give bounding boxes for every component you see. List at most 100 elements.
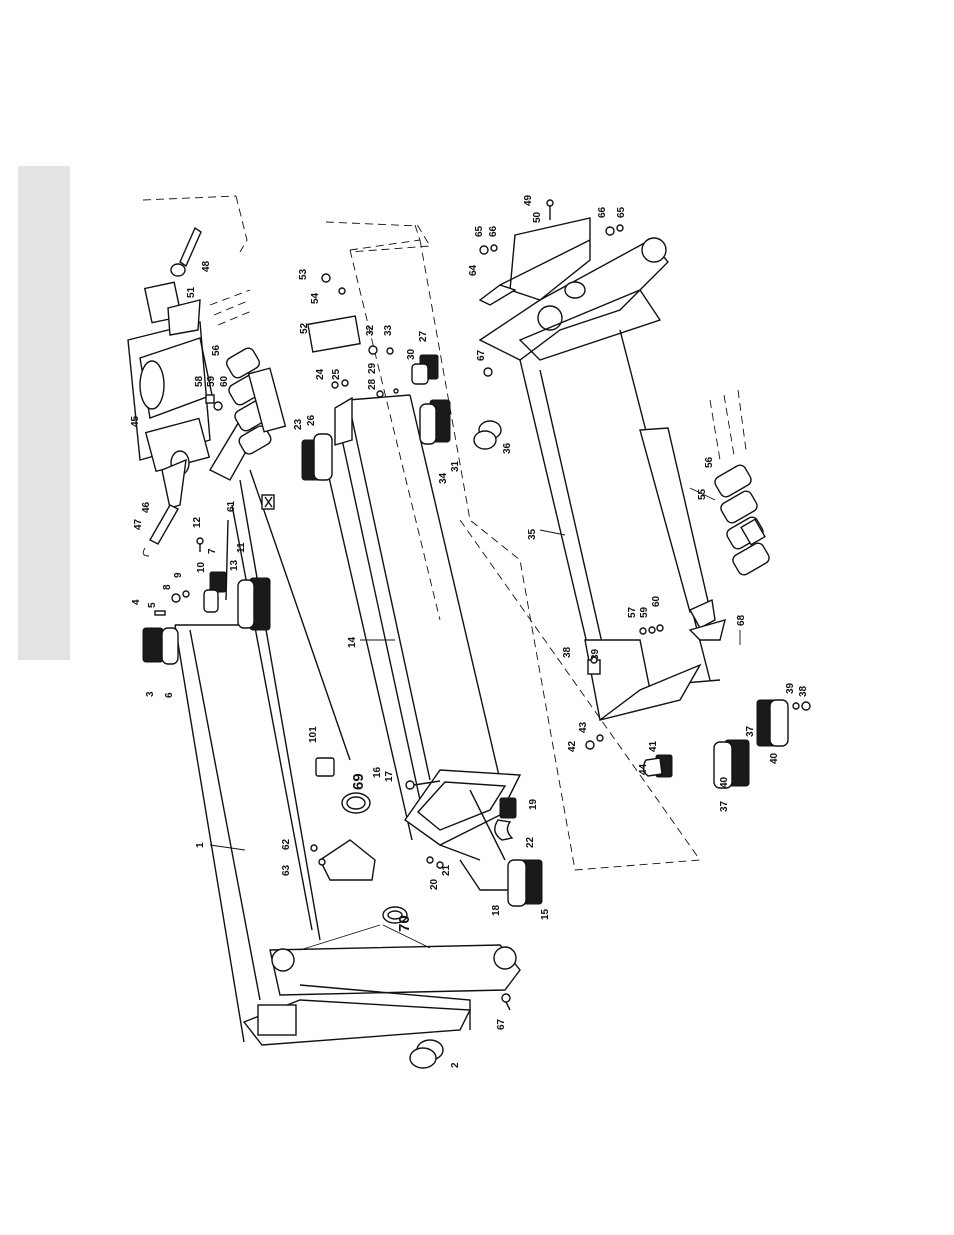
label-47: 47 [133,518,144,530]
label-13: 13 [229,559,240,571]
label-38a: 38 [562,646,573,658]
label-10: 10 [196,561,207,573]
bushing-36-icon [474,421,501,449]
pivot-hole-right [494,947,516,969]
label-45: 45 [130,415,141,427]
label-67b: 67 [496,1018,507,1030]
label-54: 54 [310,292,321,304]
label-40b: 40 [769,752,780,764]
label-3: 3 [145,691,156,697]
label-22: 22 [525,836,536,848]
label-56a: 56 [211,344,222,356]
label-19: 19 [528,798,539,810]
lower-boom-35 [415,225,725,860]
label-16: 16 [372,766,383,778]
label-65b: 65 [616,206,627,218]
label-52: 52 [299,322,310,334]
shim-6 [162,628,178,664]
label-56b: 56 [704,456,715,468]
label-68: 68 [736,614,747,626]
label-64: 64 [468,264,479,276]
label-60a: 60 [219,375,230,387]
label-32: 32 [365,324,376,336]
shim-13 [238,580,254,628]
label-4: 4 [131,599,142,605]
clip-22 [495,820,512,840]
label-58: 58 [194,375,205,387]
label-12: 12 [192,516,203,528]
label-67a: 67 [476,349,487,361]
wedge-bracket [320,840,375,880]
label-55: 55 [697,488,708,500]
label-48: 48 [201,260,212,272]
shim-30 [412,364,428,384]
wear-pad-3 [143,628,163,662]
label-62: 62 [281,838,292,850]
slide-rail-55 [640,428,710,612]
shim-10 [204,590,218,612]
wear-pads-upper [143,538,270,664]
drag-chain-56-lower [710,390,771,577]
label-36: 36 [502,442,513,454]
label-43: 43 [578,721,589,733]
label-26: 26 [306,414,317,426]
label-28: 28 [367,378,378,390]
label-34: 34 [438,472,449,484]
label-18: 18 [491,904,502,916]
label-40a: 40 [719,776,730,788]
label-51: 51 [186,286,197,298]
label-7: 7 [207,548,218,554]
pivot-hole-left [272,949,294,971]
label-59a: 59 [206,375,217,387]
label-41: 41 [648,740,659,752]
grease-fitting-67-lower [502,994,510,1010]
label-24: 24 [315,368,326,380]
label-35: 35 [527,528,538,540]
label-49: 49 [523,194,534,206]
label-59b: 59 [639,606,650,618]
label-27: 27 [418,330,429,342]
label-31: 31 [450,460,461,472]
label-57: 57 [627,606,638,618]
label-70: 70 [396,915,413,932]
label-37b: 37 [745,725,756,737]
label-42: 42 [567,740,578,752]
label-39a: 39 [590,648,601,660]
shim-26 [314,434,332,480]
label-11: 11 [236,542,247,553]
label-39b: 39 [785,682,796,694]
label-38b: 38 [798,685,809,697]
label-6: 6 [164,692,175,698]
hose-clamp-69-icon [342,793,370,813]
hydraulic-cylinder-45 [128,282,222,508]
label-61: 61 [226,500,237,512]
shim-34 [420,404,436,444]
label-37a: 37 [719,800,730,812]
pad-19 [500,798,516,818]
label-20: 20 [429,878,440,890]
label-65a: 65 [474,225,485,237]
front-pivot-arm [270,945,520,995]
label-2: 2 [450,1062,461,1068]
label-5: 5 [147,602,158,608]
label-44: 44 [638,763,649,775]
label-17: 17 [384,770,395,782]
label-53: 53 [298,268,309,280]
shim-18 [508,860,526,906]
label-63: 63 [281,864,292,876]
pad-7 [210,572,226,592]
label-69: 69 [350,773,367,790]
label-33: 33 [383,324,394,336]
label-9: 9 [173,572,184,578]
label-30: 30 [406,348,417,360]
label-29: 29 [367,362,378,374]
label-60b: 60 [651,595,662,607]
label-21: 21 [441,864,452,876]
drag-chain-56-upper [210,290,285,456]
label-50: 50 [532,211,543,223]
label-15: 15 [540,908,551,920]
cover-plate-52 [308,316,360,352]
bushing-2-icon [410,1040,443,1068]
pin-48 [171,228,201,276]
